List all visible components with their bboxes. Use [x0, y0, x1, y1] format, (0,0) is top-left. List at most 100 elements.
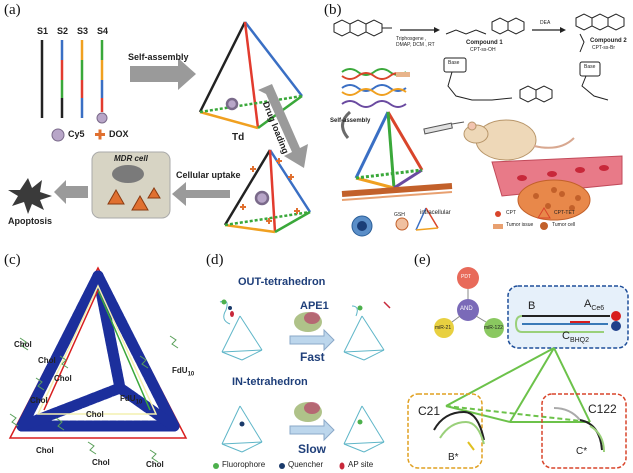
chol-label-8: Chol: [146, 460, 164, 469]
legend-fluorophore: Fluorophore: [222, 460, 266, 469]
strand-label-s3: S3: [77, 26, 89, 36]
bstar-label: B*: [448, 452, 459, 463]
fast-label: Fast: [300, 350, 325, 364]
compound1-label: Compound 1: [466, 40, 503, 46]
fluorophore-marker-2: [357, 305, 363, 311]
inner-outline: [36, 284, 158, 415]
fdu-sub-1: 10: [187, 371, 195, 378]
a-sub: Ce6: [591, 305, 605, 313]
c21-strand-black: [433, 410, 485, 441]
cstar-label: C*: [576, 446, 588, 457]
and-circle: [457, 299, 479, 321]
blood-vessel: [491, 155, 623, 197]
cpt-tet-legend-marker: [537, 207, 551, 219]
cpt-structure-3: [575, 13, 625, 53]
panel-d-label: (d): [206, 252, 224, 268]
apoptosis-burst: [8, 178, 52, 214]
ape1-enzyme-bottom: [294, 402, 322, 422]
gsh-label: GSH: [394, 212, 405, 218]
compound2-sub: CPT-ss-Br: [592, 45, 616, 51]
cpt-structure-2: [445, 17, 525, 35]
c-main: C: [562, 330, 570, 342]
blue-box-strand-top: [514, 315, 604, 333]
compound2-label: Compound 2: [590, 38, 627, 44]
dna-tetrahedron: [354, 111, 424, 190]
ape1-label: APE1: [300, 300, 329, 312]
base-label-2: Base: [584, 64, 596, 70]
mir122-circle: [484, 318, 504, 338]
fdu-text-1: FdU: [172, 366, 188, 375]
self-assembly-arrow: [130, 58, 196, 90]
panel-e-label: (e): [414, 252, 431, 268]
panel-b: (b): [322, 0, 633, 240]
panel-b-graphic: [333, 13, 625, 237]
cy5-legend-marker: [51, 128, 65, 142]
panel-b-label: (b): [324, 2, 342, 18]
self-assembly-arrow: [341, 110, 352, 139]
mdr-cell-nucleus: [112, 165, 144, 183]
cy5-legend-label: Cy5: [68, 129, 85, 139]
dox-legend-marker: [95, 129, 105, 140]
in-tetrahedron-structure: [221, 405, 263, 453]
c122-strand-green: [589, 425, 605, 453]
b-label: B: [528, 300, 536, 312]
apoptosis-arrow: [54, 180, 88, 204]
mir122-label: miR-122: [484, 325, 503, 331]
mouse-illustration: [463, 119, 575, 161]
self-assembly-label: Self-assembly: [330, 118, 371, 124]
mir21-circle: [434, 318, 454, 338]
legend-ap-site: AP site: [348, 460, 374, 469]
chol-label-2: Chol: [38, 356, 56, 365]
panel-a: (a): [0, 0, 320, 240]
green-frame: [445, 347, 591, 423]
fdu-label-2: FdU10: [120, 394, 142, 406]
fdu-sub-2: 10: [135, 399, 143, 406]
mdr-cell-label: MDR cell: [114, 154, 148, 163]
out-tetrahedron-after: [343, 305, 385, 361]
strand-label-s4: S4: [97, 26, 109, 36]
fluorophore-marker-4: [357, 419, 363, 425]
mdr-cell-pyramids: [107, 187, 161, 211]
drug-loading-arrow: [258, 84, 308, 168]
dox-legend-label: DOX: [109, 129, 129, 139]
compound1-sub: CPT-ss-OH: [470, 47, 496, 53]
cellular-uptake-arrow: [172, 182, 230, 206]
ap-site-marker-1: [230, 311, 234, 317]
fast-arrow: [289, 328, 335, 352]
panel-d: (d): [202, 246, 402, 473]
self-assembly-label: Self-assembly: [128, 52, 189, 62]
bhq2-dot: [611, 321, 621, 331]
out-tetrahedron-structure: [219, 300, 263, 361]
small-tetrahedron: [415, 207, 439, 231]
panel-c-graphic: [8, 266, 188, 463]
mir21-label: miR-21: [435, 325, 452, 331]
dna-strands: [341, 68, 407, 108]
ape1-enzyme-top: [294, 312, 322, 332]
red-dashed-box: [541, 393, 627, 469]
syringe: [423, 121, 465, 135]
chol-label-3: Chol: [54, 374, 72, 383]
chol-label-5: Chol: [86, 410, 104, 419]
panel-e: (e): [404, 246, 633, 473]
panel-a-label: (a): [4, 2, 21, 18]
slow-label: Slow: [298, 442, 327, 456]
c21-label: C21: [418, 404, 441, 418]
quencher-marker-1: [228, 306, 232, 310]
cpt-legend-marker: [495, 211, 501, 217]
fdu-label-1: FdU10: [172, 366, 194, 378]
c-sub: BHQ2: [569, 337, 590, 345]
dox-marks: [240, 158, 300, 224]
chol-label-6: Chol: [36, 446, 54, 455]
strand-s4: [96, 40, 108, 124]
c122-label: C122: [588, 402, 617, 416]
intracellular-label: intracellular: [420, 210, 451, 216]
plus-box: [396, 72, 410, 77]
a-main: A: [584, 298, 592, 310]
panel-e-graphic: [407, 267, 629, 469]
chol-label-1: Chol: [14, 340, 32, 349]
cpt-structure-1: [333, 19, 392, 37]
and-label: AND: [460, 306, 473, 312]
legend-fluorophore-marker: [213, 463, 219, 469]
td-label: Td: [232, 132, 245, 143]
fluorophore-marker-1: [221, 299, 227, 305]
